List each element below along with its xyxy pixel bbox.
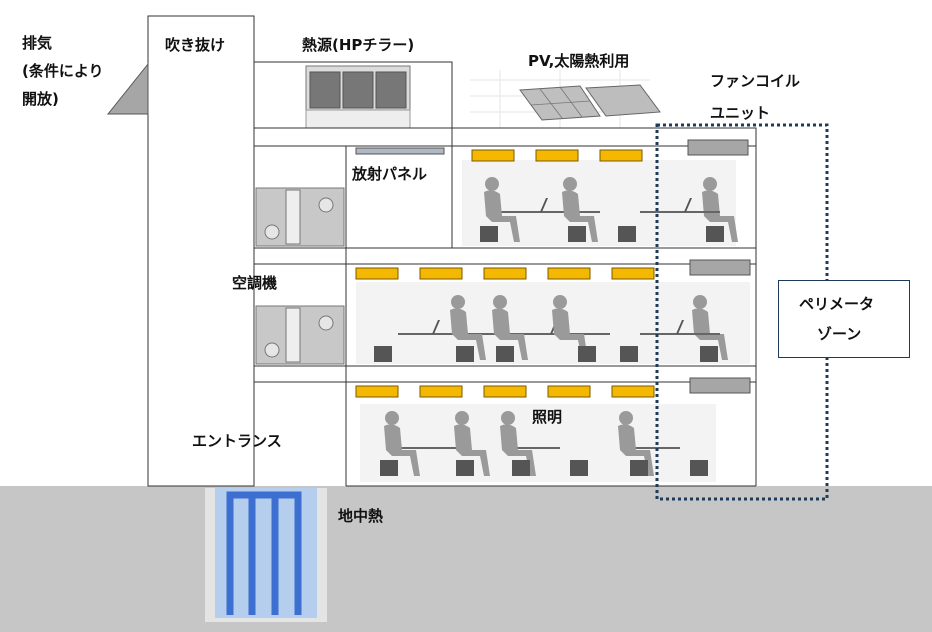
person-icon [484, 177, 520, 242]
perimeter-label-1: ペリメータ [799, 295, 875, 313]
chair-icon [578, 346, 596, 362]
light-fixture-icon [419, 385, 463, 398]
light-fixture-icon [483, 385, 527, 398]
fan-coil-label-2: ユニット [710, 104, 771, 122]
person-icon [618, 411, 654, 476]
chair-icon [620, 346, 638, 362]
chair-icon [456, 460, 474, 476]
light-fixture-icon [471, 149, 515, 162]
lighting-label: 照明 [532, 408, 563, 426]
light-fixture-icon [535, 149, 579, 162]
geothermal-label: 地中熱 [338, 507, 384, 525]
chair-icon [456, 346, 474, 362]
light-fixture-icon [547, 267, 591, 280]
person-icon [552, 295, 588, 360]
light-fixture-icon [355, 267, 399, 280]
chair-icon [706, 226, 724, 242]
roof-vent-icon [106, 62, 149, 115]
perimeter-zone-callout: ペリメータ ゾーン [778, 280, 910, 358]
person-icon [702, 177, 738, 242]
light-fixture-icon [599, 149, 643, 162]
solar-panel-icon [470, 70, 661, 128]
building-frame [253, 127, 757, 487]
occupants [374, 177, 738, 476]
heat-source-label: 熱源(HPチラー) [302, 36, 415, 54]
person-icon [454, 411, 490, 476]
fan-coil-icon [689, 259, 751, 276]
fan-coil-icon [687, 139, 749, 156]
laptop-icon [676, 320, 684, 334]
light-fixture-icon [611, 267, 655, 280]
person-icon [450, 295, 486, 360]
exhaust-condition-label: (条件により [22, 62, 104, 80]
light-fixture-icon [483, 267, 527, 280]
person-icon [562, 177, 598, 242]
entrance-label: エントランス [192, 432, 282, 450]
perimeter-label-2: ゾーン [817, 325, 862, 343]
laptop-icon [432, 320, 440, 334]
fan-coil-units [687, 139, 751, 394]
chair-icon [568, 226, 586, 242]
light-fixture-icon [419, 267, 463, 280]
light-fixture-icon [547, 385, 591, 398]
person-icon [384, 411, 420, 476]
chair-icon [380, 460, 398, 476]
fan-coil-label-1: ファンコイル [710, 72, 801, 90]
chair-icon [618, 226, 636, 242]
geothermal-loop-icon [205, 488, 327, 622]
radiant-panel [355, 147, 445, 155]
exhaust-open-label: 開放) [22, 90, 59, 108]
lighting-fixtures [355, 149, 655, 398]
ground [0, 486, 932, 632]
atrium-label: 吹き抜け [165, 36, 226, 54]
chair-icon [512, 460, 530, 476]
chair-icon [480, 226, 498, 242]
fan-coil-icon [689, 377, 751, 394]
chair-icon [570, 460, 588, 476]
exhaust-label: 排気 [22, 34, 53, 52]
chair-icon [630, 460, 648, 476]
light-fixture-icon [355, 385, 399, 398]
pv-label: PV,太陽熱利用 [528, 52, 630, 70]
chair-icon [700, 346, 718, 362]
person-icon [492, 295, 528, 360]
laptop-icon [684, 198, 692, 212]
light-fixture-icon [611, 385, 655, 398]
atrium-volume [147, 15, 255, 487]
laptop-icon [540, 198, 548, 212]
chair-icon [690, 460, 708, 476]
person-icon [500, 411, 536, 476]
ahu-label: 空調機 [232, 274, 278, 292]
chair-icon [496, 346, 514, 362]
ahu-unit-icon [255, 187, 345, 365]
radiant-panel-label: 放射パネル [352, 165, 428, 183]
chair-icon [374, 346, 392, 362]
chiller-icon [305, 65, 411, 129]
